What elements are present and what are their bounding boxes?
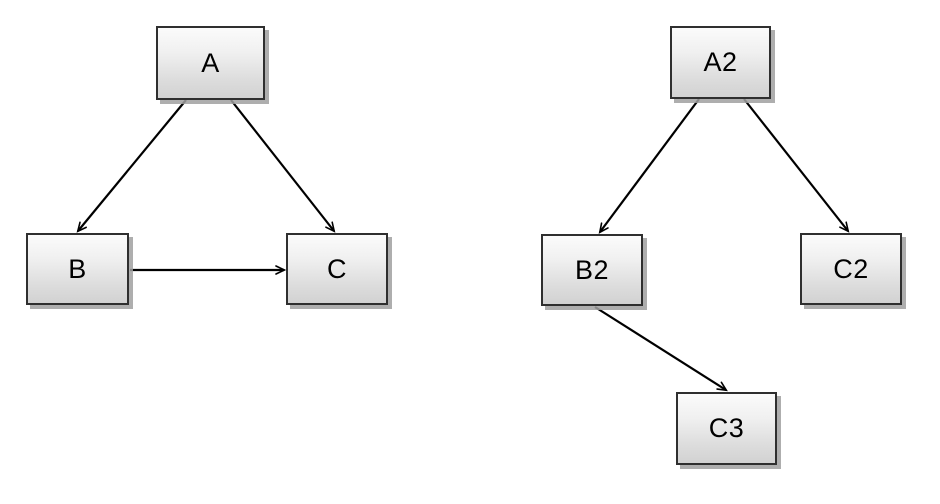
node-label-b2: B2 — [574, 254, 610, 285]
node-label-c3: C3 — [708, 413, 745, 443]
edge-b2-to-c3[interactable] — [594, 306, 728, 392]
node-label-c: C — [327, 253, 347, 284]
node-label-c2: C2 — [833, 253, 869, 284]
node-c[interactable]: C — [286, 233, 388, 305]
node-label-b: B — [68, 253, 87, 284]
edge-a2-to-c2[interactable] — [743, 98, 850, 233]
node-a2[interactable]: A2 — [670, 26, 771, 99]
node-c2[interactable]: C2 — [800, 233, 902, 305]
node-a[interactable]: A — [156, 26, 265, 100]
edge-a-to-c[interactable] — [230, 99, 336, 233]
edge-a-to-b[interactable] — [76, 99, 187, 233]
node-c3[interactable]: C3 — [676, 392, 777, 465]
node-b2[interactable]: B2 — [541, 234, 643, 306]
node-b[interactable]: B — [26, 233, 129, 305]
edge-a2-to-b2[interactable] — [598, 98, 700, 234]
node-label-a2: A2 — [703, 47, 738, 77]
node-label-a: A — [201, 47, 220, 78]
